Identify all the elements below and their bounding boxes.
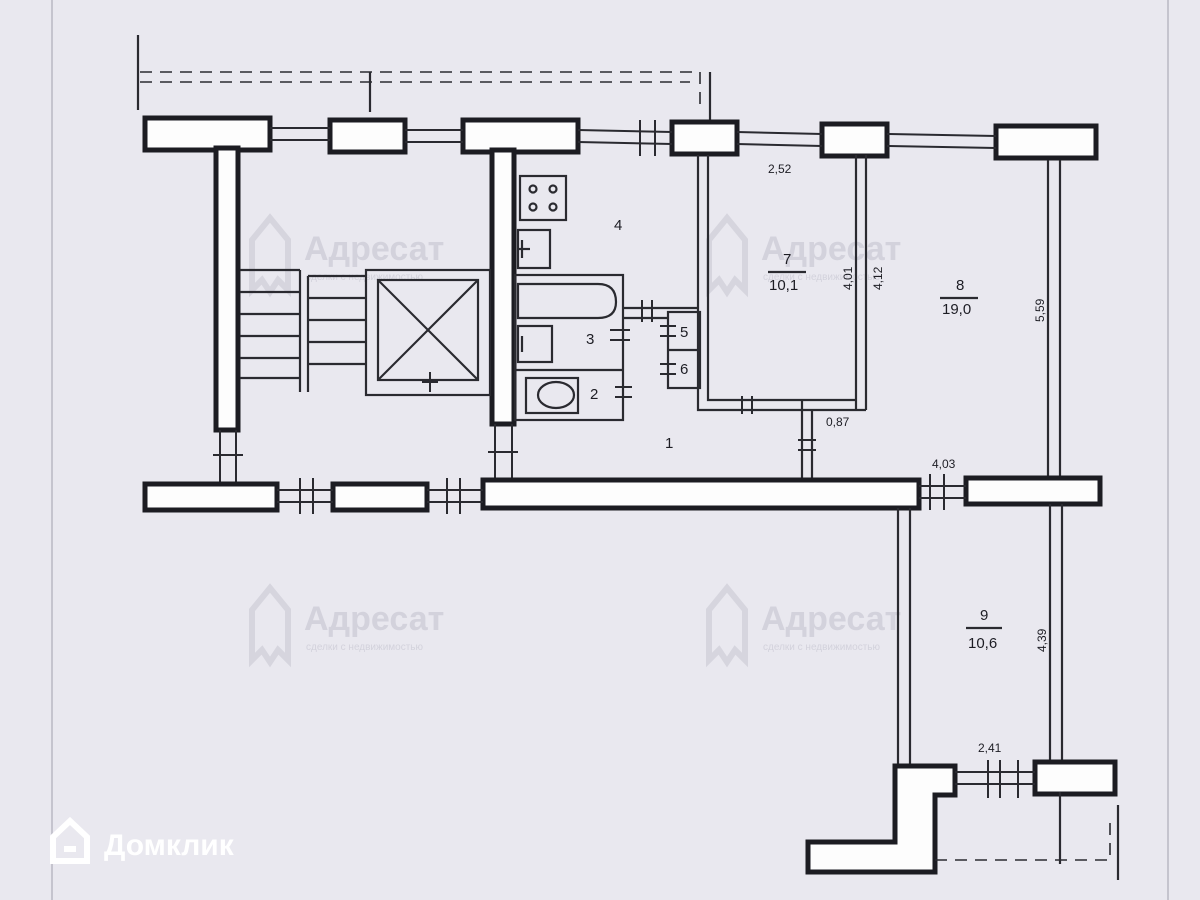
- room-label-2: 2: [590, 386, 598, 403]
- watermark-group: Адресат сделки с недвижимостью Адресат с…: [249, 213, 901, 668]
- watermark-tagline: сделки с недвижимостью: [306, 272, 424, 283]
- room-label-7: 7: [783, 251, 791, 268]
- room-8-walls: [1046, 160, 1062, 478]
- room-label-4: 4: [614, 217, 622, 234]
- room-label-9: 9: [980, 607, 988, 624]
- watermark-brand: Адресат: [761, 230, 901, 268]
- room-label-1: 1: [665, 435, 673, 452]
- stairs: [240, 268, 366, 392]
- kitchen-fixtures: [516, 174, 568, 270]
- watermark-3: Адресат сделки с недвижимостью: [249, 583, 444, 668]
- domclick-house-icon: [50, 816, 90, 864]
- closets: [623, 300, 702, 390]
- house-icon: [706, 583, 748, 668]
- dimension-2-52: 2,52: [768, 162, 792, 176]
- toilet-bowl: [536, 380, 576, 410]
- watermark-tagline: сделки с недвижимостью: [763, 642, 881, 653]
- house-icon: [706, 213, 748, 298]
- dimension-4-39: 4,39: [1035, 628, 1049, 652]
- domclick-logo: Домклик: [50, 816, 235, 864]
- room-label-3: 3: [586, 331, 594, 348]
- dimension-4-01: 4,01: [841, 266, 855, 290]
- house-icon: [249, 213, 291, 298]
- dimension-labels: 2,52 4,01 4,12 5,59 0,87 4,03 4,39 2,41: [768, 162, 1049, 755]
- watermark-4: Адресат сделки с недвижимостью: [706, 583, 901, 668]
- dimension-4-12: 4,12: [871, 266, 885, 290]
- watermark-tagline: сделки с недвижимостью: [763, 272, 881, 283]
- watermark-brand: Адресат: [761, 600, 901, 638]
- dashed-outline-top: [136, 35, 712, 122]
- bathroom-block: [513, 273, 632, 422]
- wall-top: [142, 115, 1099, 161]
- balcony: [805, 504, 1120, 880]
- room-labels: 1 2 3 4 5 6 7 10,1 8 19,0 9 10,6: [586, 217, 1002, 652]
- dimension-0-87: 0,87: [826, 415, 850, 429]
- stairwell: [240, 268, 492, 397]
- dimension-4-03: 4,03: [932, 457, 956, 471]
- wall-middle: [142, 474, 1103, 514]
- toilet-base: [524, 376, 580, 415]
- bathtub: [516, 282, 618, 320]
- watermark-brand: Адресат: [304, 230, 444, 268]
- stove: [518, 174, 568, 222]
- watermark-2: Адресат сделки с недвижимостью: [706, 213, 901, 298]
- room-7-walls: [696, 155, 868, 478]
- bathroom-sink: [516, 324, 554, 364]
- house-icon: [249, 583, 291, 668]
- room-area-7: 10,1: [769, 277, 798, 294]
- watermark-1: Адресат сделки с недвижимостью: [249, 213, 444, 298]
- elevator-shaft: [364, 268, 492, 397]
- watermark-brand: Адресат: [304, 600, 444, 638]
- dimension-5-59: 5,59: [1033, 298, 1047, 322]
- room-label-6: 6: [680, 361, 688, 378]
- room-label-5: 5: [680, 324, 688, 341]
- paper-background: [51, 0, 1169, 900]
- room-area-8: 19,0: [942, 301, 971, 318]
- domclick-brand: Домклик: [104, 829, 235, 862]
- room-label-8: 8: [956, 277, 964, 294]
- dimension-2-41: 2,41: [978, 741, 1002, 755]
- watermark-tagline: сделки с недвижимостью: [306, 642, 424, 653]
- room-area-9: 10,6: [968, 635, 997, 652]
